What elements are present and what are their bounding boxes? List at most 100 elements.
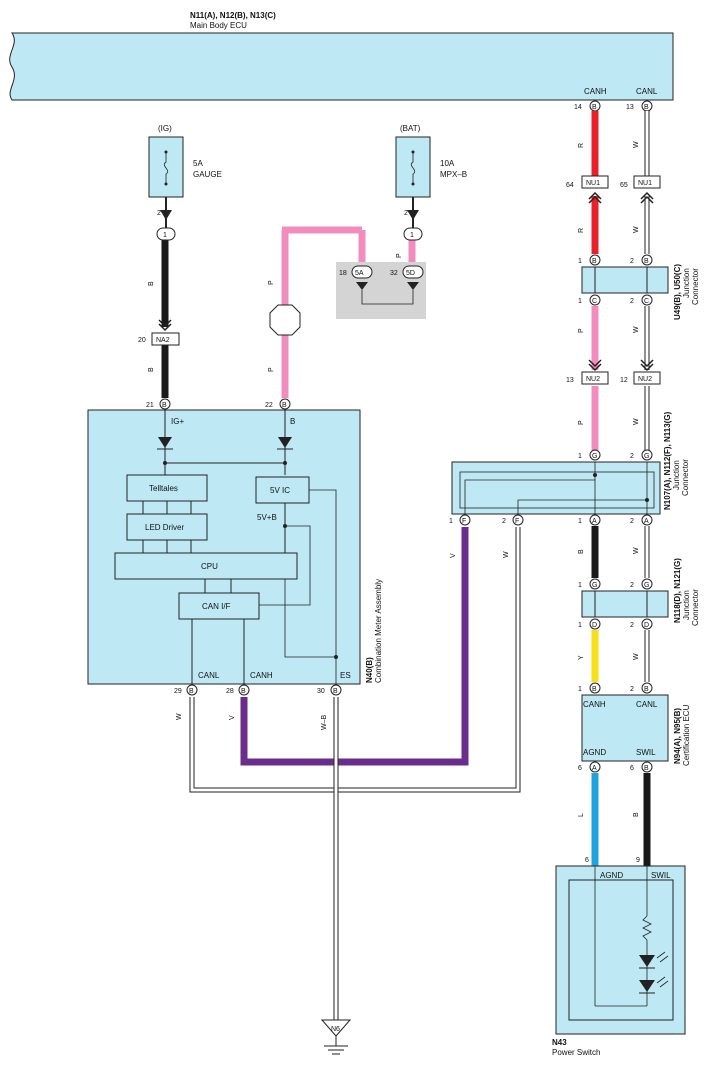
pin-number: 2 [404, 210, 408, 217]
wire-code-b: B [633, 812, 640, 817]
wire-code-p: P [578, 420, 585, 425]
pin-number: 65 [620, 182, 628, 189]
wire-code-w: W [633, 418, 640, 425]
pin-number: 2 [630, 686, 634, 693]
fuse-gauge: (IG) 5A GAUGE 2 1 [148, 124, 222, 241]
pin-letter: G [644, 582, 649, 589]
wire-code-w: W [176, 713, 183, 720]
cert-ecu-canl: CANL [636, 700, 658, 709]
pin-number: 1 [578, 453, 582, 460]
meter-cpu: CPU [201, 562, 218, 571]
pin-letter: A [592, 518, 597, 525]
inline-na2: 20 NA2 [138, 319, 180, 346]
wires [161, 111, 651, 1020]
junction-n107-name2: Connector [681, 459, 690, 496]
pin-number: 1 [578, 622, 582, 629]
connector-label: NU2 [638, 376, 652, 383]
cert-ecu-canh: CANH [583, 700, 606, 709]
pin-letter: F [462, 518, 466, 525]
meter-5v-ic: 5V IC [270, 486, 290, 495]
wire-code-w: W [503, 551, 510, 558]
pin-letter: B [333, 688, 338, 695]
pin-label: 5D [406, 270, 415, 277]
main-body-ecu-code: N11(A), N12(B), N13(C) [190, 11, 276, 20]
wire-code-p: P [396, 253, 403, 258]
pin-number: 1 [578, 582, 582, 589]
pin-number: 2 [630, 582, 634, 589]
wire-code-p: P [268, 280, 275, 285]
wire-code-wb: W–B [321, 715, 328, 731]
pin-letter: B [189, 688, 194, 695]
wire-code-b: B [578, 549, 585, 554]
wire-codes: R W R W P W P W B W Y W L B B B P P P W … [148, 141, 640, 817]
wire-code-b: B [148, 281, 155, 286]
fuse-gauge-rating: 5A [193, 159, 203, 168]
meter-telltales: Telltales [149, 484, 178, 493]
meter-led-driver: LED Driver [145, 523, 184, 532]
wire-code-v: V [450, 553, 457, 558]
junction-n107: 1 G 2 G 1 F 2 F 1 A 2 A N107(A), N112(F)… [449, 411, 690, 526]
junction-n107-name: Junction [672, 460, 681, 490]
meter-name: Combination Meter Assembly [374, 579, 383, 683]
junction-u49-name2: Connector [691, 268, 700, 305]
meter-code: N40(B) [365, 657, 374, 683]
pin-number: 2 [630, 258, 634, 265]
fuse-mpx: (BAT) 10A MPX–B 2 1 [395, 124, 467, 241]
ground-n6: N6 [320, 1019, 352, 1055]
pin-number: 9 [636, 857, 640, 864]
pin-letter: G [592, 582, 597, 589]
pin-letter: C [592, 298, 597, 305]
pin-number: 21 [146, 402, 154, 409]
main-body-ecu-canl-label: CANL [636, 87, 658, 96]
pin-letter: B [644, 104, 649, 111]
ground-label: N6 [331, 1026, 340, 1033]
pin-number: 29 [174, 688, 182, 695]
wire-code-y: Y [578, 655, 585, 660]
meter-b-label: B [290, 417, 295, 426]
meter-canh: CANH [250, 671, 273, 680]
meter-5v-b: 5V+B [257, 513, 277, 522]
pin-letter: A [644, 518, 649, 525]
junction-u49-name: Junction [682, 268, 691, 298]
pin-number: 12 [620, 377, 628, 384]
pin-number: 32 [390, 270, 398, 277]
pin-letter: D [592, 622, 597, 629]
wire-code-b: B [148, 367, 155, 372]
wire-code-w: W [633, 653, 640, 660]
inline-nu2: 13 NU2 12 NU2 [566, 359, 661, 385]
fuse-mpx-rating: 10A [440, 159, 455, 168]
meter-ig-label: IG+ [171, 417, 184, 426]
power-switch-swil: SWIL [651, 871, 671, 880]
connector-label: NU2 [586, 376, 600, 383]
pin-letter: B [592, 104, 597, 111]
pin-number: 2 [630, 298, 634, 305]
pin-letter: A [592, 765, 597, 772]
main-body-ecu-name: Main Body ECU [190, 21, 247, 30]
power-switch-name: Power Switch [552, 1048, 600, 1057]
cert-ecu-swil: SWIL [636, 748, 656, 757]
pin-letter: F [515, 518, 519, 525]
pin-number: 28 [226, 688, 234, 695]
power-switch: 6 9 AGND SWIL N43 Power Switch [552, 857, 686, 1057]
wire-code-l: L [578, 813, 585, 817]
power-switch-code: N43 [552, 1038, 567, 1047]
cert-ecu-name: Certification ECU [682, 704, 691, 766]
meter-canl: CANL [198, 671, 220, 680]
fuse-gauge-name: GAUGE [193, 170, 222, 179]
pin-number: 30 [317, 688, 325, 695]
pin-number: 2 [630, 453, 634, 460]
pin-number: 18 [339, 270, 347, 277]
certification-ecu: 1 B 2 B CANH CANL AGND SWIL 6 A 6 B N94(… [578, 682, 691, 773]
fuse-supply-label: (IG) [158, 124, 172, 133]
fuse-mpx-box [395, 136, 431, 198]
pin-letter: G [592, 453, 597, 460]
pin-number: 2 [502, 518, 506, 525]
pin-number: 2 [157, 210, 161, 217]
pin-number: 64 [566, 182, 574, 189]
main-body-ecu-box [9, 32, 674, 101]
wire-code-v: V [229, 715, 236, 720]
pin-letter: C [644, 298, 649, 305]
pin-letter: B [644, 258, 649, 265]
wire-code-w: W [633, 141, 640, 148]
